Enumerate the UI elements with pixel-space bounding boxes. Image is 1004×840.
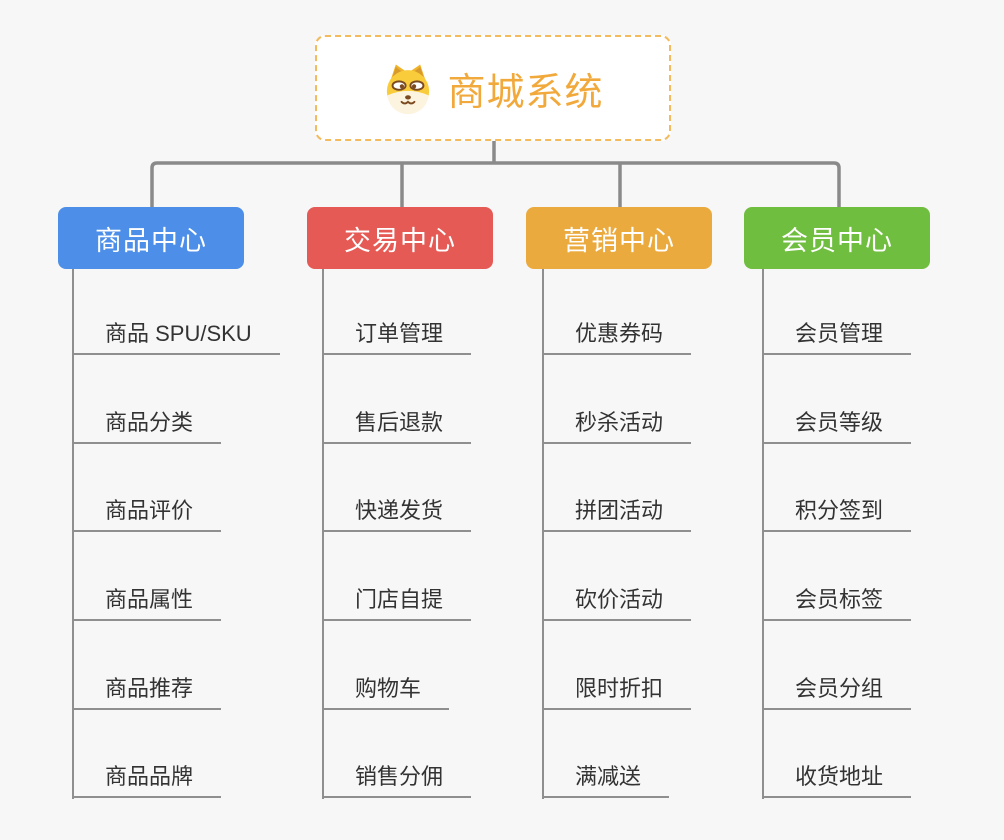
leaf-node[interactable]: 限时折扣 xyxy=(542,672,692,710)
leaf-node[interactable]: 快递发货 xyxy=(322,494,472,532)
leaf-node[interactable]: 商品属性 xyxy=(72,583,222,621)
leaf-node[interactable]: 积分签到 xyxy=(762,494,912,532)
dog-face-icon xyxy=(382,62,434,114)
leaf-node[interactable]: 订单管理 xyxy=(322,317,472,355)
branch-product-center[interactable]: 商品中心 xyxy=(58,207,244,269)
leaf-node[interactable]: 商品 SPU/SKU xyxy=(72,317,280,355)
leaf-node[interactable]: 砍价活动 xyxy=(542,583,692,621)
root-title: 商城系统 xyxy=(447,71,604,114)
leaf-node[interactable]: 会员标签 xyxy=(762,583,912,621)
leaf-node[interactable]: 商品评价 xyxy=(72,494,222,532)
branch-marketing-center[interactable]: 营销中心 xyxy=(526,207,712,269)
leaf-node[interactable]: 商品品牌 xyxy=(72,760,222,798)
leaf-node[interactable]: 会员分组 xyxy=(762,672,912,710)
leaf-node[interactable]: 收货地址 xyxy=(762,760,912,798)
root-node-mall-system[interactable]: 商城系统 xyxy=(315,35,671,141)
leaf-node[interactable]: 秒杀活动 xyxy=(542,406,692,444)
leaf-node[interactable]: 商品分类 xyxy=(72,406,222,444)
leaf-node[interactable]: 会员管理 xyxy=(762,317,912,355)
leaf-node[interactable]: 门店自提 xyxy=(322,583,472,621)
leaf-node[interactable]: 销售分佣 xyxy=(322,760,472,798)
branch-member-center[interactable]: 会员中心 xyxy=(744,207,930,269)
branch-trade-center[interactable]: 交易中心 xyxy=(307,207,493,269)
leaf-node[interactable]: 满减送 xyxy=(542,760,670,798)
leaf-node[interactable]: 优惠券码 xyxy=(542,317,692,355)
leaf-node[interactable]: 购物车 xyxy=(322,672,450,710)
leaf-node[interactable]: 拼团活动 xyxy=(542,494,692,532)
leaf-node[interactable]: 商品推荐 xyxy=(72,672,222,710)
leaf-node[interactable]: 会员等级 xyxy=(762,406,912,444)
leaf-node[interactable]: 售后退款 xyxy=(322,406,472,444)
